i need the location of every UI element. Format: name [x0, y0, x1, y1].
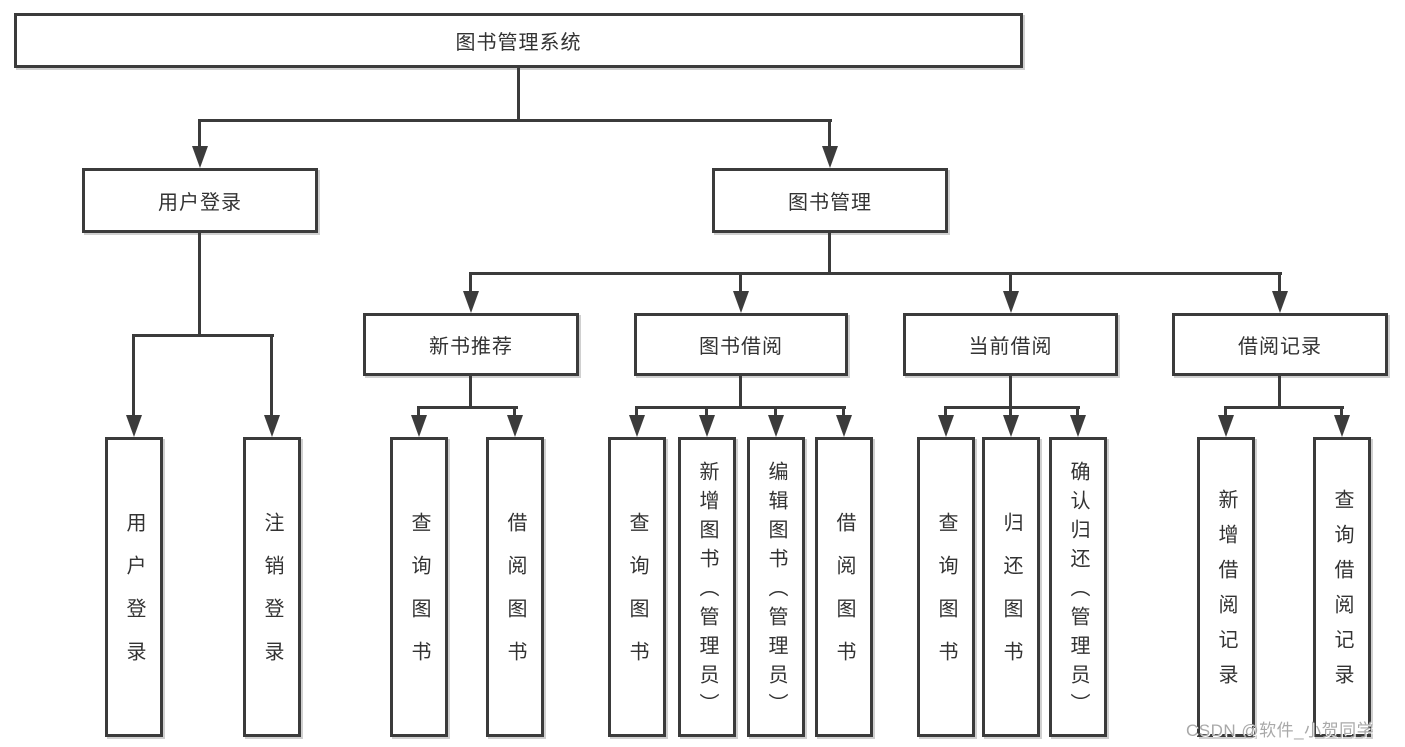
connector-vline: [1278, 376, 1281, 409]
connector-vline: [469, 376, 472, 409]
leaf-node-query-books-2: 查询图书: [608, 437, 666, 737]
leaf-label: 确认归还（管理员）: [1067, 460, 1089, 722]
leaf-node-return-books: 归还图书: [982, 437, 1040, 737]
arrow-down-icon: [1334, 415, 1350, 437]
leaf-node-borrow-books-1: 借阅图书: [486, 437, 544, 737]
root-node-library-system: 图书管理系统: [14, 13, 1023, 68]
arrow-down-icon: [1218, 415, 1234, 437]
arrow-down-icon: [463, 291, 479, 313]
arrow-down-icon: [699, 415, 715, 437]
connector-vline: [635, 406, 638, 420]
connector-hline: [944, 406, 1080, 409]
leaf-label: 查询借阅记录: [1331, 489, 1353, 699]
connector-hline: [635, 406, 846, 409]
connector-hline: [199, 119, 832, 122]
group-node-label: 借阅记录: [1238, 336, 1322, 358]
group-node-label: 图书借阅: [699, 336, 783, 358]
arrow-down-icon: [192, 146, 208, 168]
connector-hline: [1224, 406, 1344, 409]
connector-vline: [513, 406, 516, 420]
connector-vline: [417, 406, 420, 420]
leaf-node-add-books-admin: 新增图书（管理员）: [678, 437, 736, 737]
leaf-node-query-borrow-record: 查询借阅记录: [1313, 437, 1371, 737]
connector-vline: [828, 119, 831, 149]
arrow-down-icon: [1003, 415, 1019, 437]
group-node-new-book-recommend: 新书推荐: [363, 313, 579, 376]
connector-vline: [1340, 406, 1343, 420]
leaf-label: 查询图书: [408, 512, 430, 684]
connector-vline: [739, 376, 742, 409]
leaf-node-confirm-return-admin: 确认归还（管理员）: [1049, 437, 1107, 737]
branch-node-book-management: 图书管理: [712, 168, 948, 233]
arrow-down-icon: [507, 415, 523, 437]
connector-hline: [469, 272, 1282, 275]
arrow-down-icon: [1272, 291, 1288, 313]
arrow-down-icon: [629, 415, 645, 437]
leaf-label: 归还图书: [1000, 512, 1022, 684]
arrow-down-icon: [126, 415, 142, 437]
leaf-node-edit-books-admin: 编辑图书（管理员）: [747, 437, 805, 737]
connector-vline: [944, 406, 947, 420]
group-node-book-borrow: 图书借阅: [634, 313, 848, 376]
arrow-down-icon: [938, 415, 954, 437]
connector-vline: [198, 233, 201, 337]
arrow-down-icon: [1070, 415, 1086, 437]
group-node-current-borrow: 当前借阅: [903, 313, 1118, 376]
root-node-label: 图书管理系统: [455, 32, 582, 54]
arrow-down-icon: [733, 291, 749, 313]
leaf-label: 新增借阅记录: [1215, 489, 1237, 699]
connector-vline: [842, 406, 845, 420]
leaf-label: 查询图书: [626, 512, 648, 684]
connector-vline: [469, 272, 472, 294]
arrow-down-icon: [1003, 291, 1019, 313]
leaf-node-add-borrow-record: 新增借阅记录: [1197, 437, 1255, 737]
leaf-label: 注销登录: [261, 512, 283, 684]
group-node-label: 当前借阅: [968, 336, 1053, 358]
leaf-node-user-login: 用户登录: [105, 437, 163, 737]
leaf-node-logout: 注销登录: [243, 437, 301, 737]
branch-node-user-login: 用户登录: [82, 168, 318, 233]
connector-vline: [739, 272, 742, 294]
leaf-label: 编辑图书（管理员）: [765, 460, 787, 722]
connector-vline: [1278, 272, 1281, 294]
connector-vline: [517, 68, 520, 122]
leaf-label: 用户登录: [123, 512, 145, 684]
csdn-watermark: CSDN @软件_小贺同学: [1186, 721, 1375, 740]
connector-vline: [1009, 376, 1012, 409]
leaf-node-query-books-1: 查询图书: [390, 437, 448, 737]
connector-vline: [270, 334, 273, 418]
leaf-label: 借阅图书: [504, 512, 526, 684]
connector-vline: [1009, 272, 1012, 294]
connector-hline: [132, 334, 274, 337]
arrow-down-icon: [411, 415, 427, 437]
connector-vline: [1009, 406, 1012, 420]
group-node-label: 新书推荐: [429, 336, 513, 358]
leaf-label: 查询图书: [935, 512, 957, 684]
connector-vline: [705, 406, 708, 420]
leaf-node-query-books-3: 查询图书: [917, 437, 975, 737]
group-node-borrow-records: 借阅记录: [1172, 313, 1388, 376]
leaf-node-borrow-books-2: 借阅图书: [815, 437, 873, 737]
connector-vline: [198, 119, 201, 149]
connector-vline: [132, 334, 135, 418]
leaf-label: 新增图书（管理员）: [696, 460, 718, 722]
connector-vline: [1076, 406, 1079, 420]
connector-vline: [828, 233, 831, 275]
connector-vline: [774, 406, 777, 420]
arrow-down-icon: [836, 415, 852, 437]
branch-node-label: 图书管理: [788, 192, 872, 214]
arrow-down-icon: [768, 415, 784, 437]
leaf-label: 借阅图书: [833, 512, 855, 684]
connector-vline: [1224, 406, 1227, 420]
arrow-down-icon: [264, 415, 280, 437]
branch-node-label: 用户登录: [158, 192, 242, 214]
arrow-down-icon: [822, 146, 838, 168]
connector-hline: [417, 406, 518, 409]
